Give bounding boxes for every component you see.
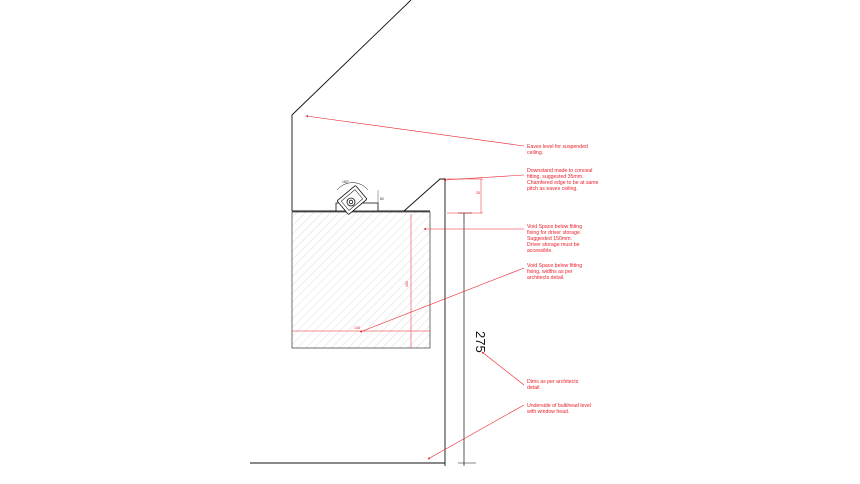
leader-dims — [481, 351, 525, 386]
roof-and-wall-line — [291, 0, 412, 211]
fitting-angle-label: 180° — [342, 180, 350, 184]
svg-text:180°: 180° — [342, 180, 350, 184]
leader-eaves — [305, 115, 525, 147]
note-downstand: Downstand made to conceal fitting, sugge… — [527, 168, 600, 192]
main-height-dim: 275 — [473, 331, 488, 353]
note-eaves: Eaves level for suspended ceiling. — [527, 144, 589, 156]
structure-lines — [250, 0, 476, 466]
note-underside: Underside of bulkhead level with window … — [527, 403, 592, 415]
void-width-value: 140 — [354, 326, 360, 330]
note-void-width: Void Space below fitting fixing, widths … — [527, 263, 584, 281]
leader-void-width — [359, 267, 525, 333]
leader-underside — [427, 404, 525, 460]
svg-text:80: 80 — [380, 197, 384, 201]
fitting-height-dim: 80 — [377, 190, 384, 211]
leader-downstand — [443, 174, 525, 182]
note-dims: Dims as per architects detail. — [527, 379, 580, 391]
note-void-driver: Void Space below fitting fixing for driv… — [527, 224, 584, 254]
void-space-hatch — [291, 211, 431, 349]
leader-lines — [305, 115, 525, 460]
light-fitting — [335, 182, 379, 215]
void-height-value: 150 — [405, 281, 409, 287]
downstand-chamfer — [403, 178, 446, 212]
downstand-dim-value: 35 — [476, 191, 480, 195]
